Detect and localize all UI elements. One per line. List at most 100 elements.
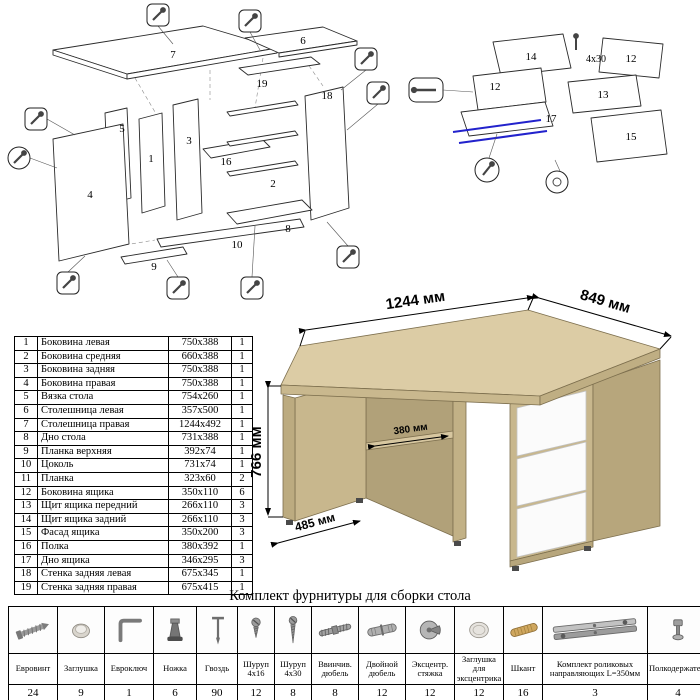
part-number-label: 12: [626, 53, 637, 65]
desk-panels: [52, 25, 358, 265]
part-number-label: 19: [257, 78, 269, 90]
parts-cell-num: 4: [14, 376, 38, 392]
parts-cell-size: 392x74: [168, 444, 232, 460]
hardware-item-name: Двойной дюбель: [358, 652, 406, 686]
screw-callout-icon: [410, 86, 562, 187]
parts-cell-num: 8: [14, 431, 38, 446]
callout-leader-lines: [442, 89, 561, 172]
exploded-desk-diagram: 7 6 19 18 5 1 3 16 2 8 10 4 9: [7, 3, 390, 300]
part-number-label: 16: [221, 156, 233, 168]
hardware-item-qty: 12: [237, 684, 275, 700]
parts-cell-size: 750x388: [168, 336, 232, 351]
parts-cell-size: 660x388: [168, 349, 232, 365]
parts-cell-size: 323x60: [168, 471, 232, 487]
screw-callout-icon: [13, 7, 386, 294]
part-number-label: 6: [300, 35, 306, 47]
parts-cell-num: 18: [14, 567, 38, 582]
parts-cell-size: 750x388: [168, 363, 232, 378]
parts-cell-name: Боковина ящика: [37, 485, 169, 501]
hardware-icons-row: [8, 606, 700, 654]
parts-cell-size: 350x110: [168, 485, 232, 501]
parts-cell-name: Столешница правая: [37, 417, 169, 433]
part-number-label: 9: [151, 261, 157, 273]
screw-note: 4x30: [586, 54, 606, 65]
hardware-item-name: Евровинт: [8, 652, 58, 686]
parts-cell-size: 675x345: [168, 567, 232, 582]
wooden-dowel-icon: [503, 606, 543, 654]
parts-cell-name: Боковина средняя: [37, 349, 169, 365]
hex-key-icon: [104, 606, 154, 654]
fastener-callout-frames: [408, 77, 569, 194]
hardware-item-name: Гвоздь: [196, 652, 238, 686]
part-number-label: 7: [170, 49, 176, 61]
hardware-item-name: Евроключ: [104, 652, 154, 686]
hardware-item-name: Эксцентр. стяжка: [405, 652, 455, 686]
parts-cell-name: Боковина левая: [37, 336, 169, 351]
double-dowel-icon: [358, 606, 406, 654]
hardware-item-qty: 12: [405, 684, 455, 700]
hardware-item-name: Шкант: [503, 652, 543, 686]
hardware-item-name: Ввинчив. дюбель: [311, 652, 359, 686]
hardware-item-qty: 24: [8, 684, 58, 700]
hardware-item-qty: 12: [358, 684, 406, 700]
furniture-leg-icon: [153, 606, 197, 654]
exploded-drawer-diagram: 4x30 14 12 12 13 17 15: [408, 33, 668, 194]
part-number-label: 17: [546, 113, 558, 125]
parts-cell-name: Дно стола: [37, 431, 169, 446]
hardware-item-qty: 12: [454, 684, 504, 700]
cam-lock-icon: [405, 606, 455, 654]
parts-cell-num: 11: [14, 471, 38, 487]
parts-cell-size: 731x388: [168, 431, 232, 446]
parts-cell-name: Цоколь: [37, 458, 169, 473]
screw-large-icon: [274, 606, 312, 654]
parts-cell-num: 7: [14, 417, 38, 433]
hardware-item-qty: 9: [57, 684, 105, 700]
desk-render: 1244 мм 849 мм 766 мм 380 мм 485 мм: [248, 286, 672, 571]
screw-small-icon: [237, 606, 275, 654]
parts-cell-num: 1: [14, 336, 38, 351]
parts-cell-qty: 3: [231, 499, 253, 514]
parts-cell-num: 17: [14, 553, 38, 569]
dimension-label-shelf: 380 мм: [393, 422, 428, 438]
parts-cell-name: Вязка стола: [37, 390, 169, 405]
drawer-fronts: [516, 390, 587, 558]
parts-cell-size: 380x392: [168, 539, 232, 555]
hardware-item-name: Заглушка: [57, 652, 105, 686]
part-number-label: 13: [598, 89, 610, 101]
parts-cell-size: 731x74: [168, 458, 232, 473]
parts-cell-num: 12: [14, 485, 38, 501]
part-number-label: 14: [526, 51, 538, 63]
parts-cell-name: Столешница левая: [37, 403, 169, 419]
screw-in-dowel-icon: [311, 606, 359, 654]
hardware-item-name: Шуруп 4x16: [237, 652, 275, 686]
hardware-item-qty: 3: [542, 684, 648, 700]
parts-cell-num: 6: [14, 403, 38, 419]
parts-cell-name: Дно ящика: [37, 553, 169, 569]
part-number-label: 3: [186, 135, 192, 147]
dimension-lines: [265, 293, 672, 548]
parts-cell-num: 5: [14, 390, 38, 405]
parts-cell-name: Фасад ящика: [37, 526, 169, 541]
parts-cell-num: 16: [14, 539, 38, 555]
hardware-item-qty: 8: [274, 684, 312, 700]
hardware-item-name: Шуруп 4x30: [274, 652, 312, 686]
cap-icon: [57, 606, 105, 654]
hardware-item-qty: 4: [647, 684, 700, 700]
nail-icon: [196, 606, 238, 654]
parts-cell-num: 9: [14, 444, 38, 460]
